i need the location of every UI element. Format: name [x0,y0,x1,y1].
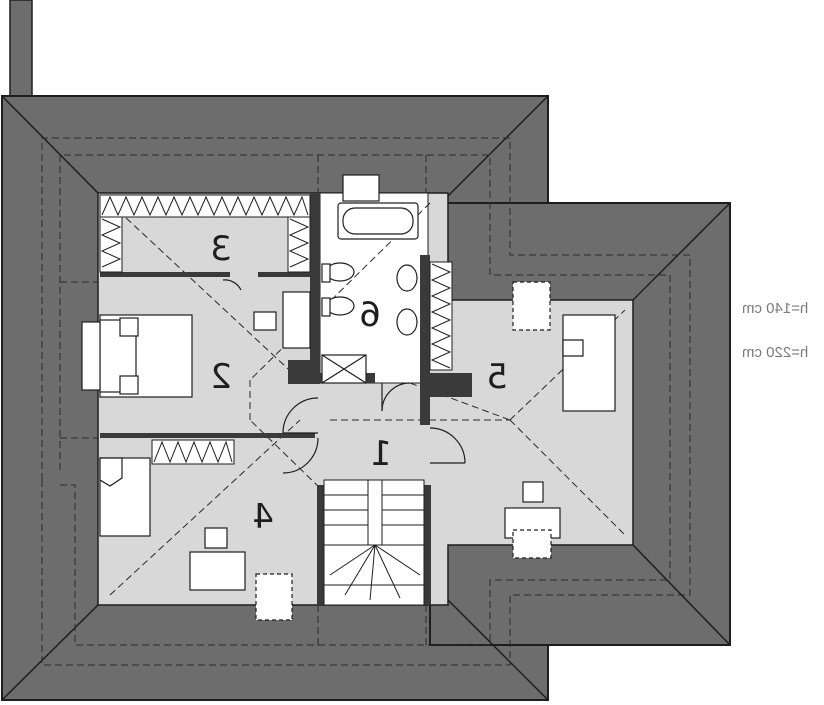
wardrobes [99,194,453,465]
sink-1 [396,264,418,292]
chair-4 [255,573,293,621]
roof-hips [1,95,731,701]
desk-2 [282,291,311,349]
height-lines [41,137,691,666]
stairs [323,479,425,606]
height-legend-140-text: h=140 cm [742,300,809,317]
room-number-1: 1 [370,434,392,474]
room-number-6: 6 [359,295,381,335]
desk-4 [189,551,246,591]
room-number-2: 2 [210,357,232,397]
room-number-5: 5 [486,357,508,397]
room-number-4: 4 [252,497,274,537]
height-legend-220: h=220 cm [742,344,808,361]
chimney [9,0,33,97]
doors [222,279,466,474]
height-legend-140: h=140 cm [742,300,808,317]
height-legend-220-text: h=220 cm [742,344,809,361]
sink-2 [396,308,418,336]
room-number-3: 3 [210,229,232,269]
bathroom-fixtures [321,174,419,384]
furniture [81,281,616,621]
usable-floor [97,192,634,606]
single-bed-5 [562,314,616,412]
dashed-box-5 [512,281,551,331]
chair-5 [512,529,552,559]
